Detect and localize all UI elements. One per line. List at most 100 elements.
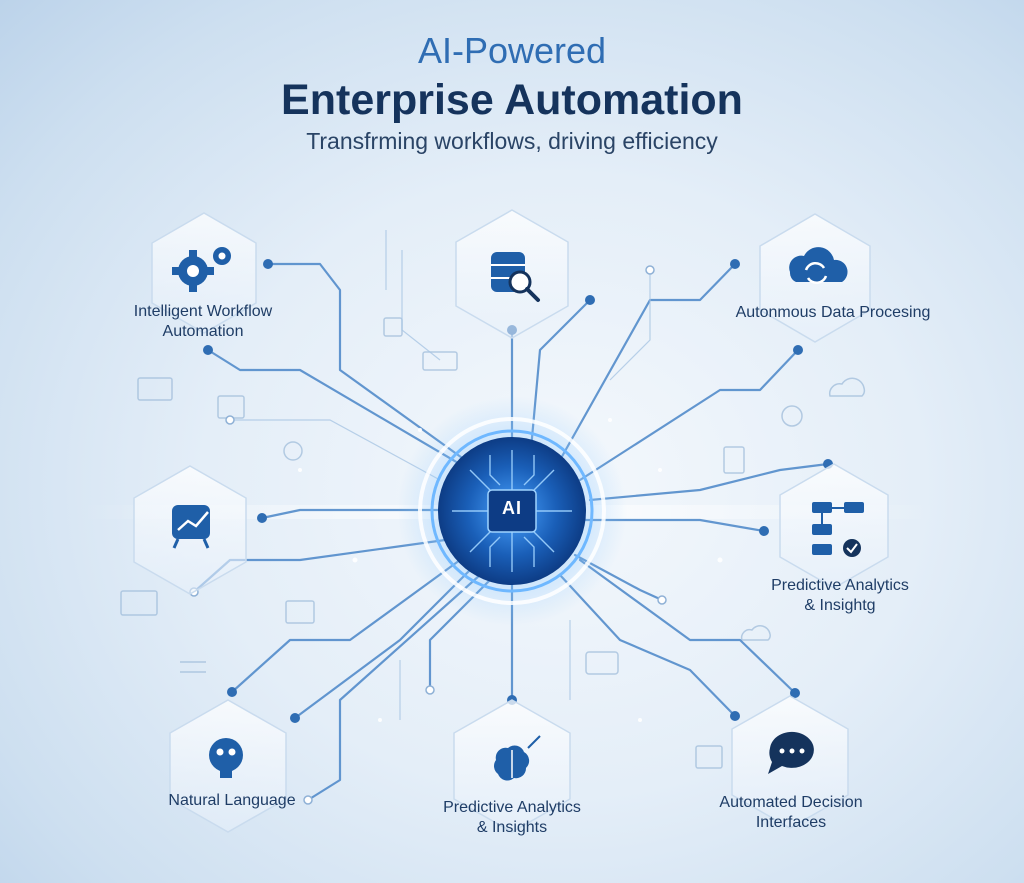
gears-icon (172, 247, 231, 292)
robot-gear-icon (209, 738, 243, 778)
chart-trend (177, 511, 209, 531)
chart-leg (172, 538, 180, 549)
connector-decision-b (578, 558, 797, 695)
trace (533, 469, 555, 491)
gear-tooth (189, 250, 197, 258)
dot (793, 345, 803, 355)
check-circle (843, 539, 861, 557)
bubble-dot (779, 748, 785, 754)
magnifier-lens (508, 270, 532, 294)
label-line: & Insights (476, 819, 548, 836)
brain-spark (527, 735, 541, 749)
dot (585, 295, 595, 305)
label-line: Interfaces (755, 814, 827, 831)
magnifier-handle (525, 287, 540, 302)
sparkle (608, 418, 612, 422)
label-line: Automated Decision (719, 794, 863, 811)
faint-lines (230, 230, 651, 720)
connector-right-b (588, 462, 830, 502)
label-workflow: Intelligent Workflow Automation (110, 302, 296, 342)
hollow-dot (225, 415, 235, 425)
sparkle (658, 468, 662, 472)
sparkle (638, 718, 642, 722)
sparkle (418, 428, 422, 432)
bubble-dot (799, 748, 805, 754)
ai-hub (397, 396, 627, 626)
robot-eye (228, 748, 236, 756)
brain-icon (494, 735, 541, 781)
hub-circuit-traces (452, 450, 572, 572)
robot-eye (216, 748, 224, 756)
faint-card-icon (422, 351, 458, 371)
label-line: Automation (162, 323, 244, 340)
connector-data-b (578, 348, 800, 482)
connector-decision-a (558, 573, 737, 718)
bubble-dot (789, 748, 795, 754)
hub-chip (487, 489, 537, 533)
sparkle (298, 468, 302, 472)
sparkle (352, 557, 358, 563)
robot-neck (220, 770, 232, 778)
faint-window-icon (120, 590, 158, 616)
faint-line-c (609, 270, 651, 381)
background-icons (120, 317, 866, 769)
connector-left-a (260, 508, 442, 520)
dot (263, 259, 273, 269)
sparkle (378, 718, 382, 722)
trace (489, 536, 501, 567)
connector-workflow-b (206, 348, 472, 472)
dot (759, 526, 769, 536)
cloud-sync-icon (789, 247, 848, 285)
faint-user-icon (283, 441, 303, 461)
trace (523, 536, 535, 567)
faint-cloud-icon (828, 377, 866, 397)
gear-large-hole (187, 265, 199, 277)
faint-line-b (401, 250, 441, 361)
faint-panel-icon (217, 395, 245, 419)
connector-workflow-a (266, 262, 467, 462)
faint-chip-icon (383, 317, 403, 337)
faint-message-icon (585, 651, 619, 675)
trace (533, 531, 555, 553)
dot (203, 345, 213, 355)
page-title: Enterprise Automation (281, 76, 743, 124)
faint-chart-icon (695, 745, 723, 769)
faint-doc-icon (723, 446, 745, 474)
title-small: AI-Powered (417, 30, 607, 71)
hollow-dot (303, 795, 313, 805)
sparkles (298, 418, 723, 722)
label-line: & Insightg (804, 597, 876, 614)
dot (290, 713, 300, 723)
dot (227, 687, 237, 697)
hub-inner-ring (430, 429, 594, 593)
robot-head (209, 738, 243, 772)
connector-extra-b (306, 573, 482, 802)
label-line: Predictive Analytics (771, 577, 909, 594)
faint-bars-icon (285, 600, 315, 624)
database-search-icon (491, 252, 540, 302)
dot (730, 259, 740, 269)
chat-bubble-icon (768, 731, 814, 774)
flow-box (812, 524, 832, 535)
subtitle: Transfrming workflows, driving efficienc… (306, 128, 718, 154)
database-chart-icon (172, 505, 210, 549)
sparkle (717, 557, 723, 563)
gear-tooth (189, 284, 197, 292)
hollow-dot (645, 265, 655, 275)
sync-arrow (804, 261, 826, 271)
label-predictive-bottom: Predictive Analytics & Insights (427, 798, 597, 838)
trace (489, 455, 501, 486)
connector-nlp-a (230, 558, 462, 694)
dot (730, 711, 740, 721)
flow-box (844, 502, 864, 513)
gear-tooth (206, 267, 214, 275)
hub-outer-ring (418, 417, 606, 605)
label-line: Autonmous Data Procesing (735, 304, 931, 321)
trace (469, 469, 491, 491)
label-nlp: Natural Language (152, 791, 312, 811)
faint-org-chart-icon (137, 377, 173, 401)
dot (790, 688, 800, 698)
dot (257, 513, 267, 523)
connector-data-a (558, 262, 737, 462)
